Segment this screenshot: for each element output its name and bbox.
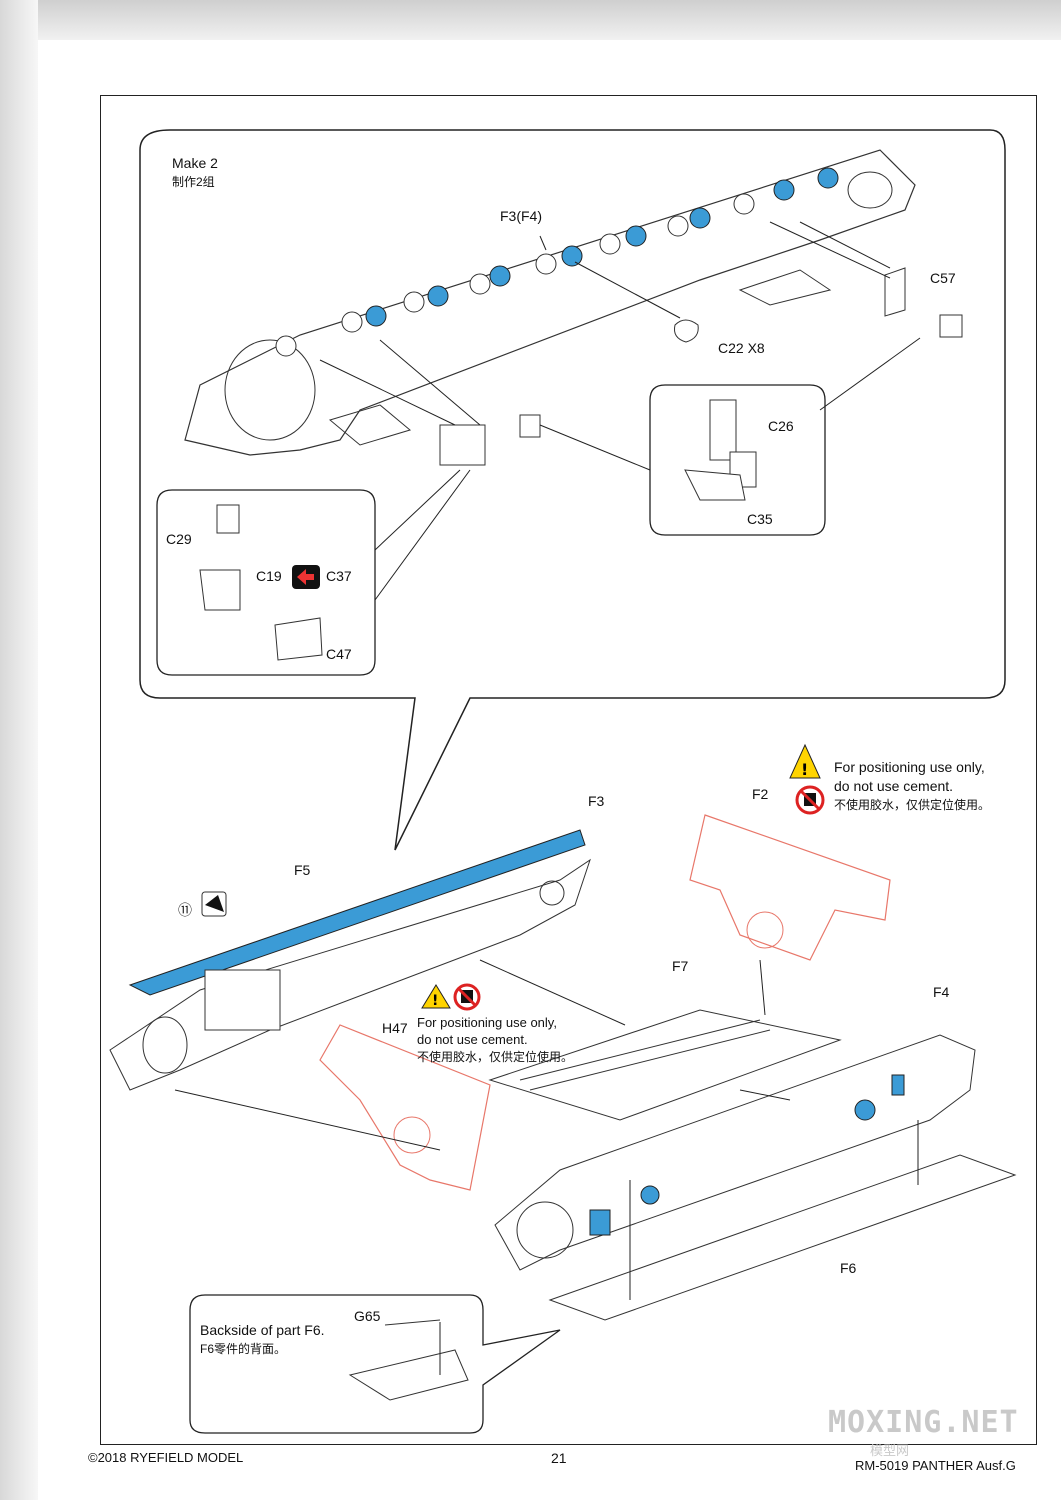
note-mid-line3: 不使用胶水，仅供定位使用。 (417, 1050, 574, 1064)
part-label-c19: C19 (256, 568, 282, 584)
blue-mounts (365, 167, 839, 327)
part-label-c26: C26 (768, 418, 794, 434)
note-top-line2: do not use cement. (834, 778, 954, 794)
warning-icon-top: ! (789, 743, 821, 779)
backside-callout-box (189, 1294, 561, 1434)
part-label-f3: F3 (588, 793, 605, 809)
h47-red-guide (319, 1024, 491, 1191)
scan-left-edge (0, 0, 38, 1500)
paint-icon-step11 (201, 891, 227, 917)
svg-text:!: ! (801, 760, 808, 779)
part-label-f7: F7 (672, 958, 689, 974)
f5-blue-plate (128, 829, 586, 996)
note-mid-line1: For positioning use only, (417, 1015, 557, 1030)
part-label-h47: H47 (382, 1020, 408, 1036)
footer-product: RM-5019 PANTHER Ausf.G (855, 1458, 1016, 1473)
part-label-c57: C57 (930, 270, 956, 286)
note-top-line1: For positioning use only, (834, 759, 985, 775)
side-plate-drawing (184, 149, 916, 456)
no-glue-icon-mid (453, 983, 481, 1011)
step-number-11: ⑪ (178, 902, 192, 918)
part-label-g65: G65 (354, 1308, 381, 1324)
make2-title: Make 2 (172, 155, 218, 171)
backside-note-line1: Backside of part F6. (200, 1322, 325, 1338)
part-label-f5: F5 (294, 862, 311, 878)
page-frame (100, 95, 1037, 1445)
part-label-f4: F4 (933, 984, 950, 1000)
part-label-c35: C35 (747, 511, 773, 527)
no-glue-icon-top (795, 785, 825, 815)
backside-note-line2: F6零件的背面。 (200, 1342, 287, 1356)
note-mid-line2: do not use cement. (417, 1032, 528, 1047)
f2-red-guide (689, 814, 891, 961)
part-label-c29: C29 (166, 531, 192, 547)
part-label-f3f4: F3(F4) (500, 208, 542, 224)
watermark: MOXING.NET (828, 1405, 1019, 1440)
make2-title-cn: 制作2组 (172, 175, 215, 189)
part-label-c37: C37 (326, 568, 352, 584)
footer-page-number: 21 (551, 1450, 567, 1466)
note-top-line3: 不使用胶水，仅供定位使用。 (834, 798, 991, 812)
svg-text:!: ! (432, 993, 438, 1009)
footer-copyright: ©2018 RYEFIELD MODEL (88, 1450, 244, 1465)
part-label-f6: F6 (840, 1260, 857, 1276)
warning-icon-mid: ! (421, 984, 451, 1009)
watermark-sub: 模型网 (870, 1443, 910, 1458)
part-label-f2: F2 (752, 786, 769, 802)
part-label-c47: C47 (326, 646, 352, 662)
part-label-c22: C22 X8 (718, 340, 765, 356)
scan-top-edge (0, 0, 1061, 40)
